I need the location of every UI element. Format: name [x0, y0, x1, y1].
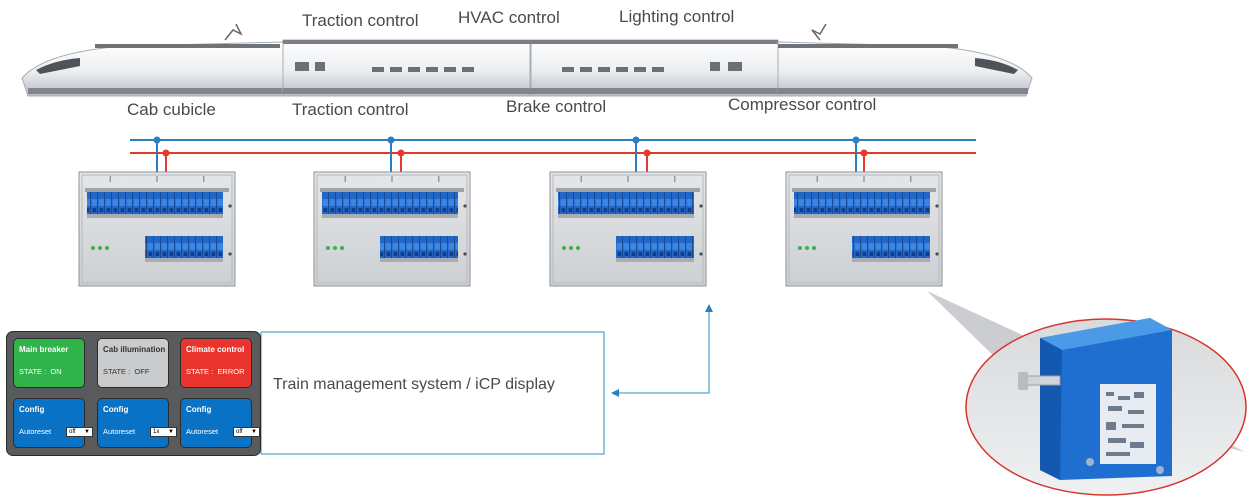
tile-title: Climate control — [186, 345, 245, 354]
tile-title: Config — [103, 405, 129, 414]
communication-bus — [130, 139, 976, 154]
tile-main-breaker[interactable]: Main breaker STATE : ON — [13, 338, 85, 388]
tile-title: Cab illumination — [103, 345, 166, 354]
tms-connection — [260, 304, 713, 455]
chevron-down-icon: ▼ — [84, 429, 90, 435]
tile-config-2: Config Autoreset 1x▼ — [97, 398, 177, 448]
label-hvac-control: HVAC control — [458, 8, 560, 27]
tile-title: Main breaker — [19, 345, 69, 354]
tile-cab-illumination[interactable]: Cab illumination STATE : OFF — [97, 338, 169, 388]
tile-state: STATE : ERROR — [186, 367, 245, 376]
autoreset-select[interactable]: off▼ — [66, 427, 93, 437]
tile-state: STATE : ON — [19, 367, 62, 376]
bus-drops-red — [162, 149, 868, 172]
label-cab-cubicle: Cab cubicle — [127, 100, 216, 119]
label-traction-control: Traction control — [292, 100, 409, 119]
label-lighting-control: Lighting control — [619, 7, 735, 26]
bus-drops-blue — [153, 136, 860, 172]
autoreset-select[interactable]: off▼ — [233, 427, 260, 437]
chevron-down-icon: ▼ — [168, 429, 174, 435]
tile-title: Config — [19, 405, 45, 414]
autoreset-label: Autoreset — [19, 427, 52, 436]
label-tms-display: Train management system / iCP display — [273, 376, 555, 393]
tile-config-1: Config Autoreset off▼ — [13, 398, 93, 448]
autoreset-label: Autoreset — [186, 427, 219, 436]
tile-title: Config — [186, 405, 212, 414]
control-cabinet-image — [313, 171, 471, 287]
tile-state: STATE : OFF — [103, 367, 150, 376]
autoreset-label: Autoreset — [103, 427, 136, 436]
autoreset-select[interactable]: 1x▼ — [150, 427, 177, 437]
icp-display-panel: Main breaker STATE : ON Cab illumination… — [6, 331, 261, 456]
label-brake-control: Brake control — [506, 97, 607, 116]
control-cabinet-image — [785, 171, 943, 287]
control-cabinet-image — [549, 171, 707, 287]
label-traction-control-top: Traction control — [302, 11, 419, 30]
train-image — [21, 23, 1033, 97]
tile-climate-control[interactable]: Climate control STATE : ERROR — [180, 338, 252, 388]
control-cabinet-image — [78, 171, 236, 287]
circuit-breaker-image — [1018, 318, 1172, 480]
label-compressor-control: Compressor control — [728, 95, 877, 114]
tile-config-3: Config Autoreset off▼ — [180, 398, 260, 448]
chevron-down-icon: ▼ — [251, 429, 257, 435]
